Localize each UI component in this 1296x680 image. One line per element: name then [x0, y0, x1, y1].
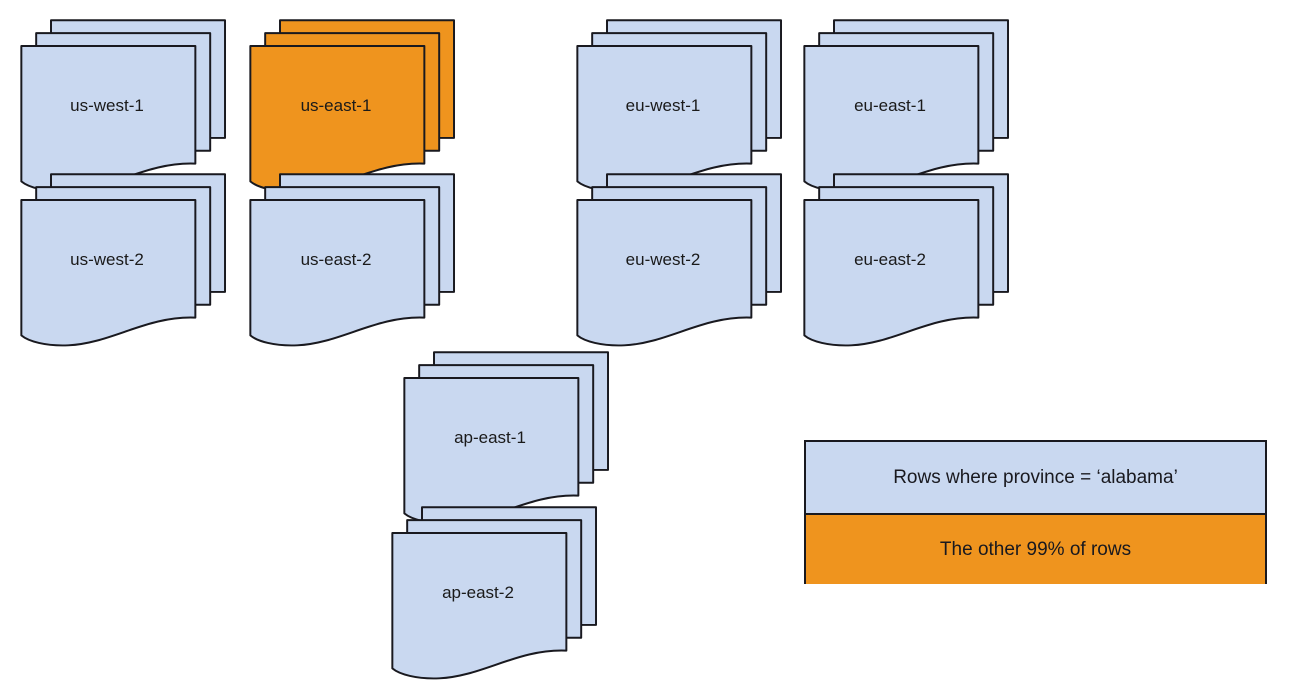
document-stack-shape — [249, 19, 456, 193]
document-stack-shape — [403, 351, 610, 525]
region-stack-us-east-2[interactable]: us-east-2 — [248, 173, 488, 368]
document-stack-shape — [391, 506, 598, 680]
legend-label-orange: The other 99% of rows — [939, 538, 1132, 560]
document-sheet-front — [803, 198, 980, 347]
region-stack-eu-east-2[interactable]: eu-east-2 — [802, 173, 1042, 368]
document-stack-shape — [576, 19, 783, 193]
document-sheet-front — [403, 376, 580, 525]
document-sheet-front — [576, 44, 753, 193]
document-stack-shape — [20, 173, 227, 347]
document-sheet-front — [391, 531, 568, 680]
legend-row-blue: Rows where province = ‘alabama’ — [806, 442, 1265, 515]
region-stack-eu-west-1[interactable]: eu-west-1 — [575, 19, 815, 214]
region-stack-ap-east-2[interactable]: ap-east-2 — [390, 506, 630, 680]
document-sheet-front — [249, 198, 426, 347]
document-stack-shape — [803, 173, 1010, 347]
region-stack-us-east-1[interactable]: us-east-1 — [248, 19, 488, 214]
region-stack-eu-west-2[interactable]: eu-west-2 — [575, 173, 815, 368]
legend: Rows where province = ‘alabama’ The othe… — [804, 440, 1267, 584]
region-stack-us-west-1[interactable]: us-west-1 — [19, 19, 259, 214]
document-stack-shape — [20, 19, 227, 193]
document-stack-shape — [576, 173, 783, 347]
legend-row-orange: The other 99% of rows — [806, 515, 1265, 584]
document-sheet-front — [576, 198, 753, 347]
region-stack-us-west-2[interactable]: us-west-2 — [19, 173, 259, 368]
document-sheet-front — [20, 44, 197, 193]
document-sheet-front — [20, 198, 197, 347]
document-sheet-front — [249, 44, 426, 193]
document-sheet-front — [803, 44, 980, 193]
legend-label-blue: Rows where province = ‘alabama’ — [893, 466, 1178, 488]
document-stack-shape — [803, 19, 1010, 193]
region-stack-ap-east-1[interactable]: ap-east-1 — [402, 351, 642, 546]
document-stack-shape — [249, 173, 456, 347]
